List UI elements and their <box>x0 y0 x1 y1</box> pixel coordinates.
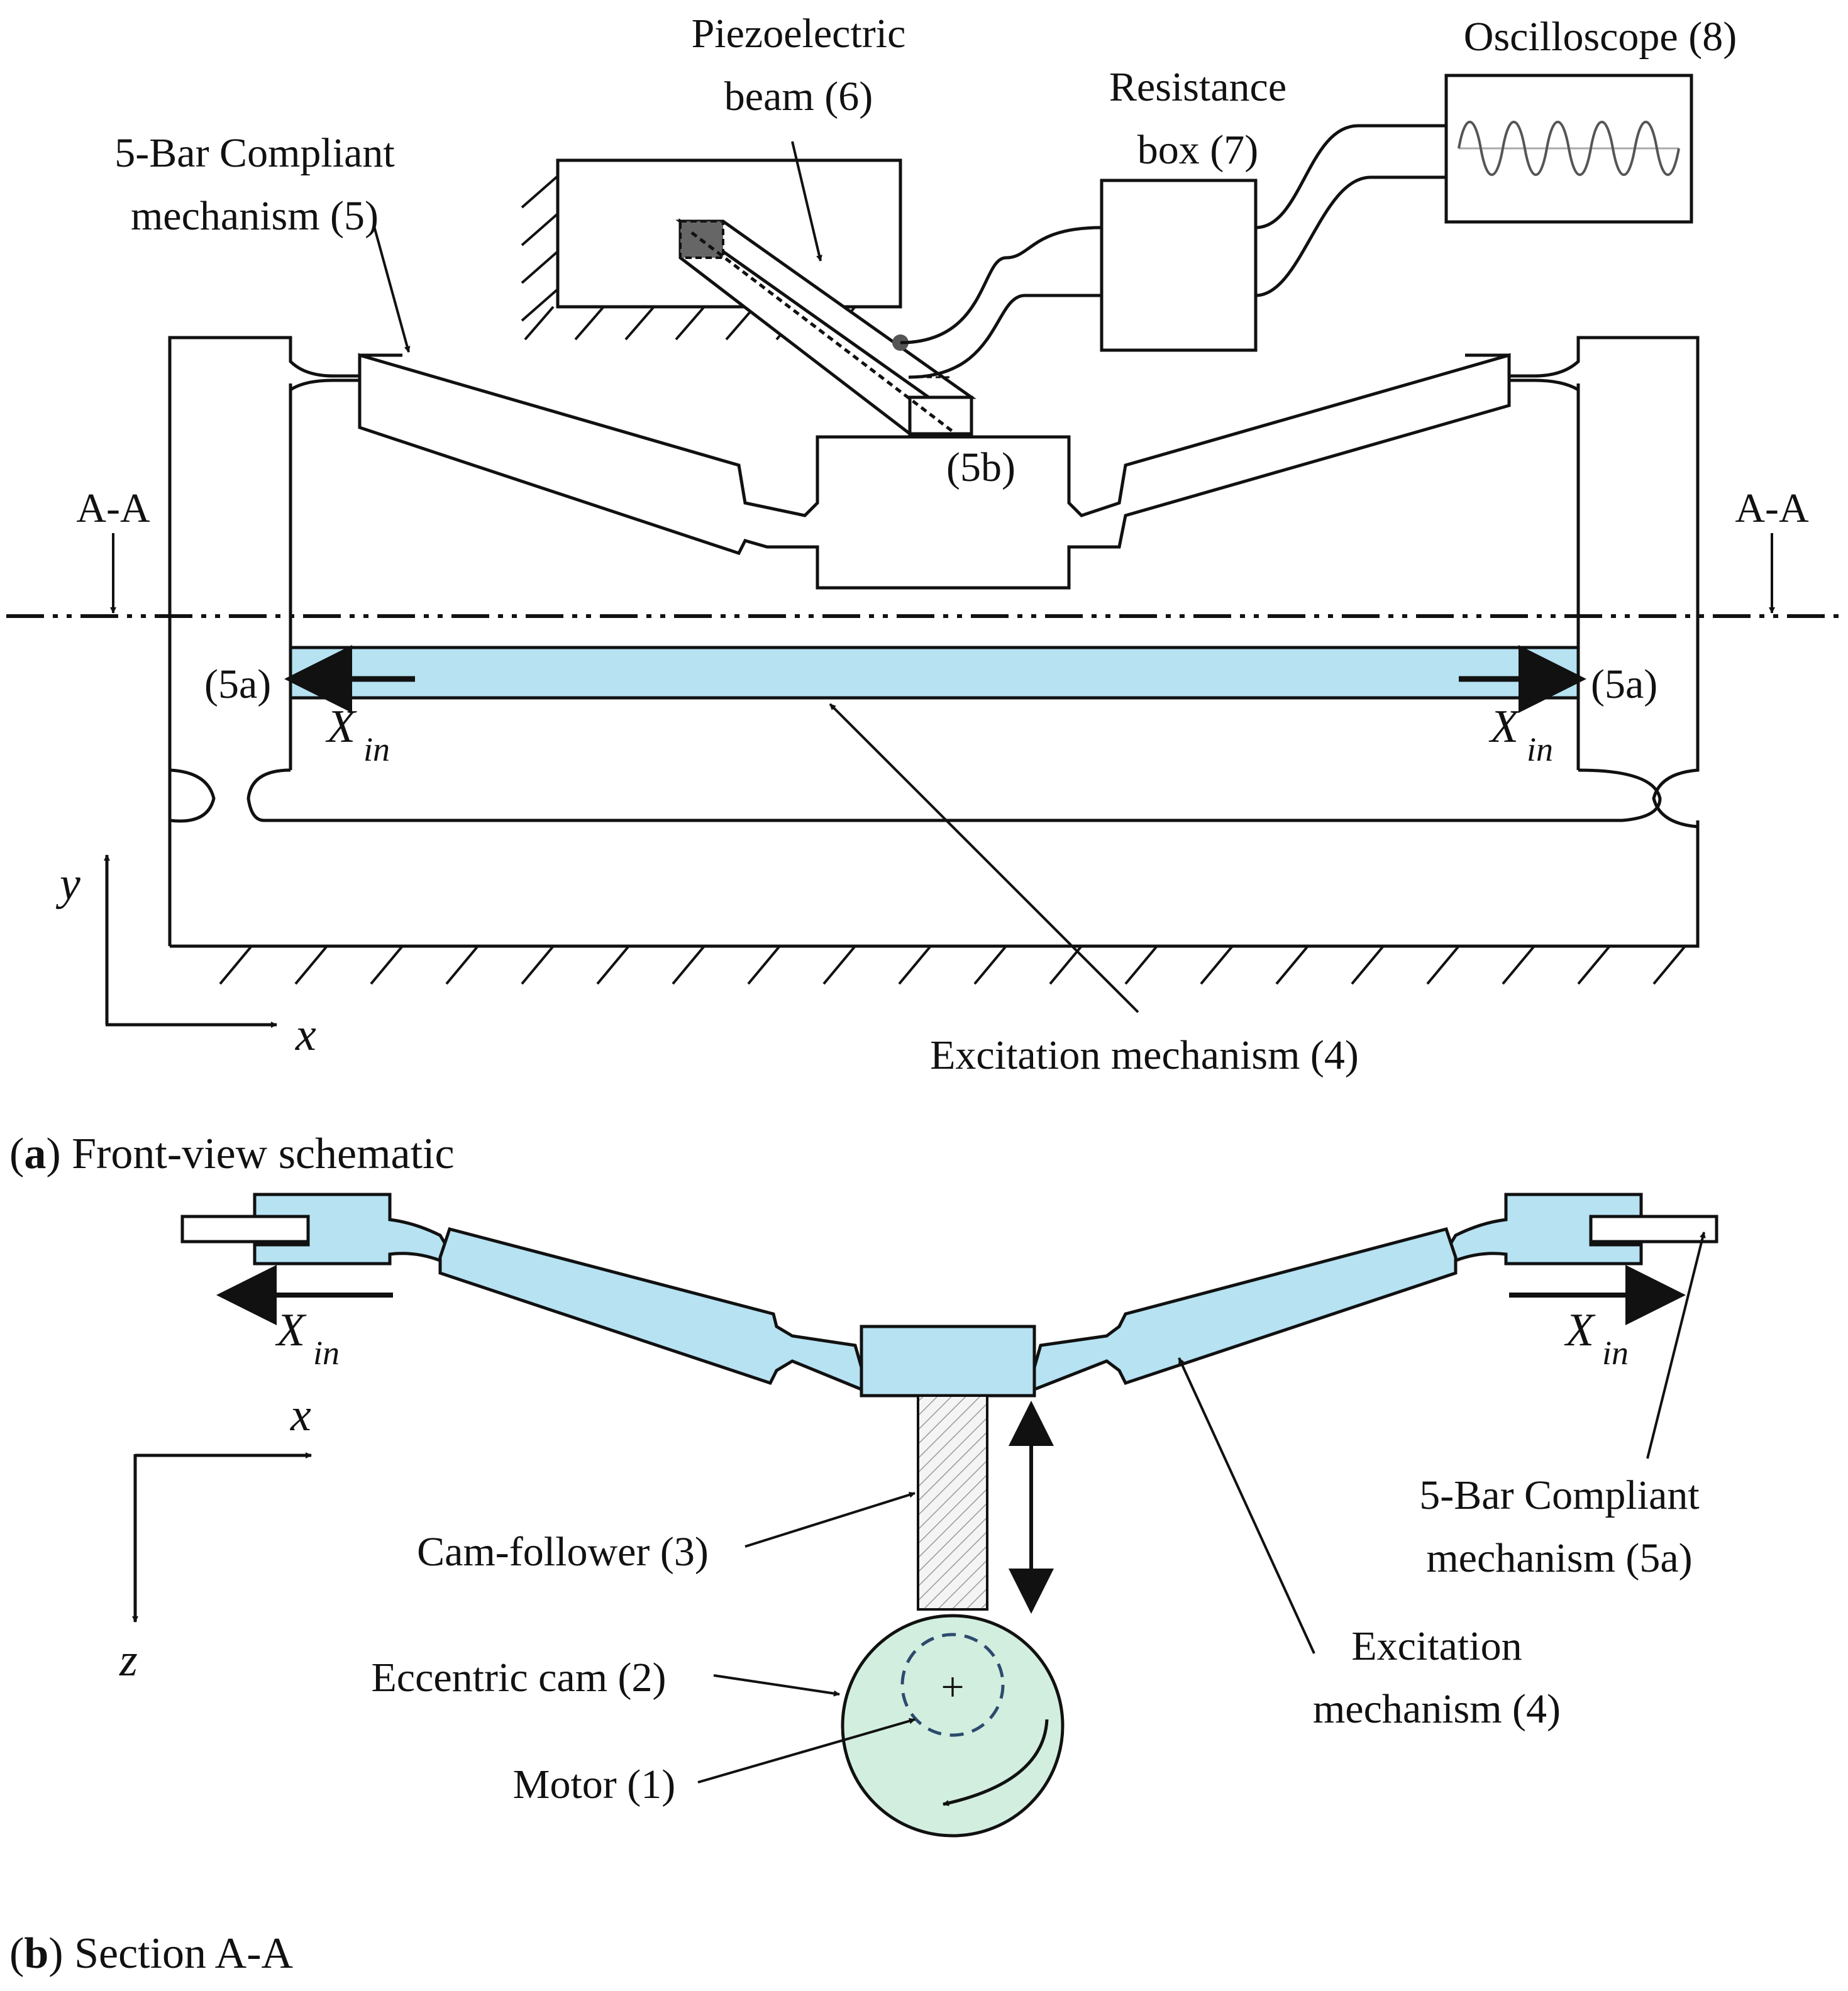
resistance-label-line2: box (7) <box>1137 127 1258 173</box>
eccentric-cam-label: Eccentric cam (2) <box>371 1655 666 1701</box>
link-left <box>438 1227 863 1392</box>
ground-hatch <box>219 945 1686 985</box>
compliant-label-line1: 5-Bar Compliant <box>114 130 394 176</box>
center-block <box>860 1325 1036 1398</box>
excitation-label-b-line1: Excitation <box>1351 1623 1522 1669</box>
svg-text:X: X <box>275 1304 307 1356</box>
slider-right <box>1444 1193 1718 1266</box>
cam-follower <box>917 1394 988 1611</box>
piezo-label-line2: beam (6) <box>724 74 873 119</box>
axis-x-label: x <box>295 1009 316 1061</box>
xin-label-right: X in <box>1488 701 1553 768</box>
point-5a-label-left: (5a) <box>204 661 271 707</box>
cam-follower-label: Cam-follower (3) <box>417 1529 709 1575</box>
axis-y-label: y <box>55 858 80 910</box>
point-5a-label-right: (5a) <box>1591 661 1657 707</box>
axis-z-label: z <box>119 1635 138 1686</box>
piezo-label-line1: Piezoelectric <box>692 11 906 57</box>
svg-text:X: X <box>325 701 357 753</box>
motor-label: Motor (1) <box>513 1762 675 1807</box>
panel-a-front-view: Piezoelectric beam (6) Resistance box (7… <box>6 11 1842 1178</box>
rotation-arrow <box>943 1719 1049 1806</box>
svg-text:X: X <box>1564 1304 1596 1356</box>
excitation-bar <box>289 646 1580 700</box>
svg-text:in: in <box>1602 1334 1629 1372</box>
leader-piezo <box>791 141 822 262</box>
resistance-label-line1: Resistance <box>1109 64 1286 110</box>
caption-a: (a) Front-view schematic <box>9 1130 455 1178</box>
svg-text:in: in <box>363 731 390 768</box>
xin-label-right-b: X in <box>1564 1304 1629 1372</box>
leader-eccentric-cam <box>713 1674 840 1697</box>
leader-compliant <box>373 226 411 353</box>
excitation-label-b-line2: mechanism (4) <box>1313 1686 1561 1732</box>
compliant-label-b-line2: mechanism (5a) <box>1426 1535 1692 1581</box>
cam-center-mark: + <box>941 1664 964 1710</box>
oscilloscope <box>1444 74 1693 224</box>
compliant-frame <box>168 336 1700 948</box>
panel-b-section-view: + X in X in x z Cam-follower (3) Eccentr… <box>9 1193 1718 1978</box>
point-5b-label: (5b) <box>946 444 1015 490</box>
axes-xy <box>104 854 277 1028</box>
section-label-left: A-A <box>76 485 150 531</box>
svg-text:in: in <box>313 1334 340 1372</box>
wires <box>900 124 1446 379</box>
leader-compliant-b <box>1646 1232 1706 1459</box>
xin-label-left-b: X in <box>275 1304 340 1372</box>
svg-text:in: in <box>1527 731 1553 768</box>
link-right <box>1032 1227 1458 1392</box>
section-label-right: A-A <box>1735 485 1809 531</box>
caption-b: (b) Section A-A <box>9 1929 294 1978</box>
xin-label-left: X in <box>325 701 390 768</box>
leader-motor <box>697 1718 916 1784</box>
oscilloscope-label: Oscilloscope (8) <box>1464 14 1737 60</box>
oscilloscope-waveform <box>1458 121 1680 176</box>
slider-left <box>180 1193 452 1266</box>
excitation-label-a: Excitation mechanism (4) <box>930 1032 1359 1078</box>
motor-shaft <box>900 1633 1005 1737</box>
compliant-label-b-line1: 5-Bar Compliant <box>1419 1472 1699 1518</box>
leader-excitation-b <box>1178 1357 1315 1654</box>
leader-cam-follower <box>744 1491 916 1548</box>
svg-text:X: X <box>1488 701 1520 753</box>
resistance-box <box>1100 179 1258 352</box>
piezoelectric-beam <box>675 218 977 436</box>
leader-excitation-a <box>829 703 1139 1013</box>
axes-xz <box>132 1452 312 1623</box>
compliant-label-line2: mechanism (5) <box>131 193 379 239</box>
axis-x-label-b: x <box>290 1389 311 1441</box>
